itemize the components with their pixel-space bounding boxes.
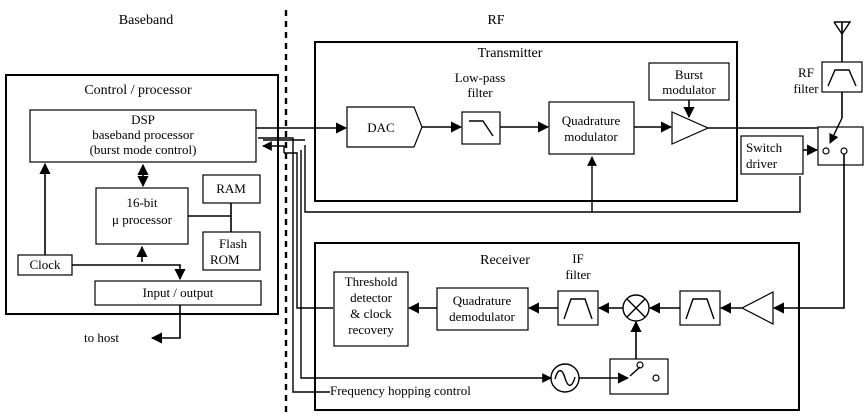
rx-data-to-dsp xyxy=(262,141,285,153)
lo-switch-arm xyxy=(629,366,641,377)
micro-label-1: 16-bit xyxy=(126,195,157,210)
sine-wave-icon xyxy=(554,369,576,387)
rf-filter-label-1: RF xyxy=(798,65,814,80)
threshold-label-4: recovery xyxy=(348,322,394,337)
threshold-label-1: Threshold xyxy=(345,274,398,289)
frequency-hopping-label: Frequency hopping control xyxy=(330,383,471,398)
quad-demod-label-1: Quadrature xyxy=(453,293,512,308)
dsp-label-1: DSP xyxy=(131,112,155,127)
threshold-detector-box xyxy=(333,271,409,347)
rf-filter-label-2: filter xyxy=(793,81,819,96)
control-bus-to-switch-driver xyxy=(304,145,801,213)
if-filter-label-1: IF xyxy=(572,251,584,266)
receiver-title: Receiver xyxy=(480,253,530,268)
if-band-pass-icon xyxy=(563,298,593,320)
switch-rx-contact xyxy=(840,147,848,155)
io-to-host xyxy=(150,305,181,344)
burst-label-1: Burst xyxy=(675,67,704,82)
antenna-icon xyxy=(833,21,852,36)
io-label: Input / output xyxy=(143,285,214,300)
dsp-label-3: (burst mode control) xyxy=(90,142,197,157)
quadrature-modulator-box xyxy=(548,101,635,155)
baseband-label: Baseband xyxy=(119,13,173,28)
switch-tx-contact xyxy=(822,147,830,155)
switch-arm xyxy=(829,117,843,144)
rx-lna-icon xyxy=(740,291,774,325)
rf-filter-box xyxy=(821,61,863,93)
lpf-label-2: filter xyxy=(467,85,493,100)
dsp-box xyxy=(29,109,257,163)
threshold-label-2: detector xyxy=(350,290,393,305)
io-box xyxy=(94,280,262,306)
flash-rom-box xyxy=(202,231,261,271)
flash-label-2: ROM xyxy=(210,252,240,267)
quad-mod-label-2: modulator xyxy=(564,129,618,144)
flash-label-1: Flash xyxy=(219,236,248,251)
tx-rx-switch-box xyxy=(817,126,864,166)
switch-driver-label-1: Switch xyxy=(746,140,783,155)
rf-band-pass-icon xyxy=(685,298,715,320)
dac-label: DAC xyxy=(367,120,394,135)
switch-driver-box xyxy=(740,135,804,175)
micro-label-2: μ processor xyxy=(112,212,173,227)
if-filter-label-2: filter xyxy=(565,267,591,282)
clock-to-io xyxy=(72,264,186,281)
lpf-label-1: Low-pass xyxy=(455,70,506,85)
to-host-label: to host xyxy=(84,330,119,345)
quad-demod-label-2: demodulator xyxy=(449,309,515,324)
transmitter-title: Transmitter xyxy=(478,46,543,61)
band-pass-symbol-icon xyxy=(827,69,857,87)
lo-switch-contact xyxy=(652,374,660,382)
quad-mod-label-1: Quadrature xyxy=(562,113,621,128)
clock-label: Clock xyxy=(29,257,61,272)
rf-label: RF xyxy=(487,13,504,28)
quadrature-demodulator-box xyxy=(436,287,529,331)
transmitter-frame xyxy=(314,41,738,202)
ram-label: RAM xyxy=(216,181,246,196)
threshold-to-dsp xyxy=(284,152,333,309)
ram-box xyxy=(202,174,261,204)
low-pass-symbol-icon xyxy=(469,120,494,137)
burst-label-2: modulator xyxy=(662,82,716,97)
switch-to-lna xyxy=(772,154,845,314)
control-processor-frame xyxy=(5,74,279,315)
control-processor-title: Control / processor xyxy=(84,83,192,98)
dsp-label-2: baseband processor xyxy=(92,127,194,142)
mixer-cross-b xyxy=(626,298,646,318)
receiver-frame xyxy=(314,242,800,411)
dac-block xyxy=(346,106,423,148)
burst-modulator-box xyxy=(648,62,730,101)
tx-amplifier-icon xyxy=(671,111,710,145)
hop-to-oscillator xyxy=(300,150,552,383)
switch-driver-label-2: driver xyxy=(746,156,778,171)
low-pass-filter-box xyxy=(461,111,501,145)
rf-band-pass-box xyxy=(679,290,721,326)
if-filter-box xyxy=(557,290,599,326)
threshold-label-3: & clock xyxy=(350,306,392,321)
hop-control-line-outer xyxy=(258,137,330,393)
lo-switch-common xyxy=(636,361,644,369)
